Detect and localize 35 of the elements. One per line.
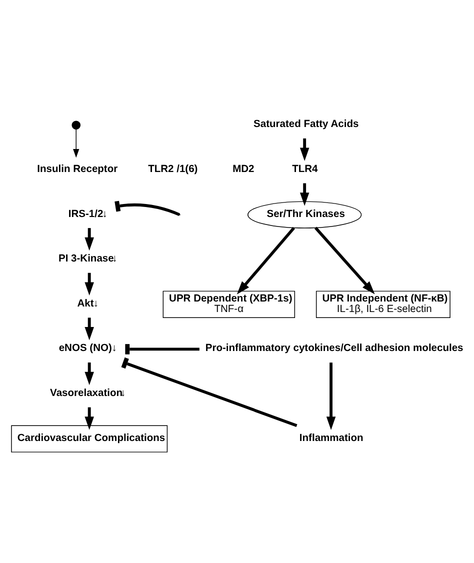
node-text: Akt bbox=[77, 298, 94, 309]
node-box: Cardiovascular Complications bbox=[11, 424, 168, 452]
node-label: ↓ bbox=[112, 253, 118, 264]
node-box: UPR Independent (NF-κB) IL-1β, IL-6 E-selectin bbox=[316, 290, 450, 318]
arrow bbox=[84, 317, 94, 340]
node-text: Insulin Receptor bbox=[37, 163, 118, 174]
node-label: ↓ bbox=[120, 388, 126, 399]
node-text: IRS-1/2 bbox=[68, 208, 104, 220]
node-text: TLR2 /1(6) bbox=[148, 163, 198, 174]
node-ellipse: Ser/Thr Kinases bbox=[248, 200, 362, 228]
connector bbox=[125, 344, 200, 354]
arrow bbox=[300, 138, 310, 161]
node-box: UPR Dependent (XBP-1s) TNF-α bbox=[162, 290, 296, 318]
node-text: eNOS (NO) bbox=[58, 342, 112, 354]
arrow bbox=[84, 228, 94, 250]
arrow bbox=[73, 128, 80, 158]
connector bbox=[114, 200, 180, 216]
arrow bbox=[314, 226, 375, 294]
node-text: TLR4 bbox=[292, 163, 318, 174]
node-circle bbox=[72, 120, 81, 130]
node-label: ↓ bbox=[112, 342, 117, 354]
node-text: PI 3-Kinase bbox=[58, 253, 114, 264]
node-text: Pro-inflammatory cytokines/Cell adhesion molecules bbox=[205, 342, 464, 354]
node-label: ↓ bbox=[102, 208, 108, 220]
node-text: MD2 bbox=[232, 163, 254, 174]
arrow bbox=[84, 362, 94, 385]
node-text: Saturated Fatty Acids bbox=[254, 118, 359, 130]
arrow bbox=[326, 362, 336, 430]
node-text: Inflammation bbox=[299, 432, 364, 444]
arrow bbox=[300, 182, 310, 206]
arrow bbox=[84, 272, 94, 295]
arrow bbox=[84, 406, 94, 430]
connector bbox=[121, 356, 298, 426]
arrow bbox=[236, 226, 296, 294]
node-label: ↓ bbox=[93, 298, 99, 309]
